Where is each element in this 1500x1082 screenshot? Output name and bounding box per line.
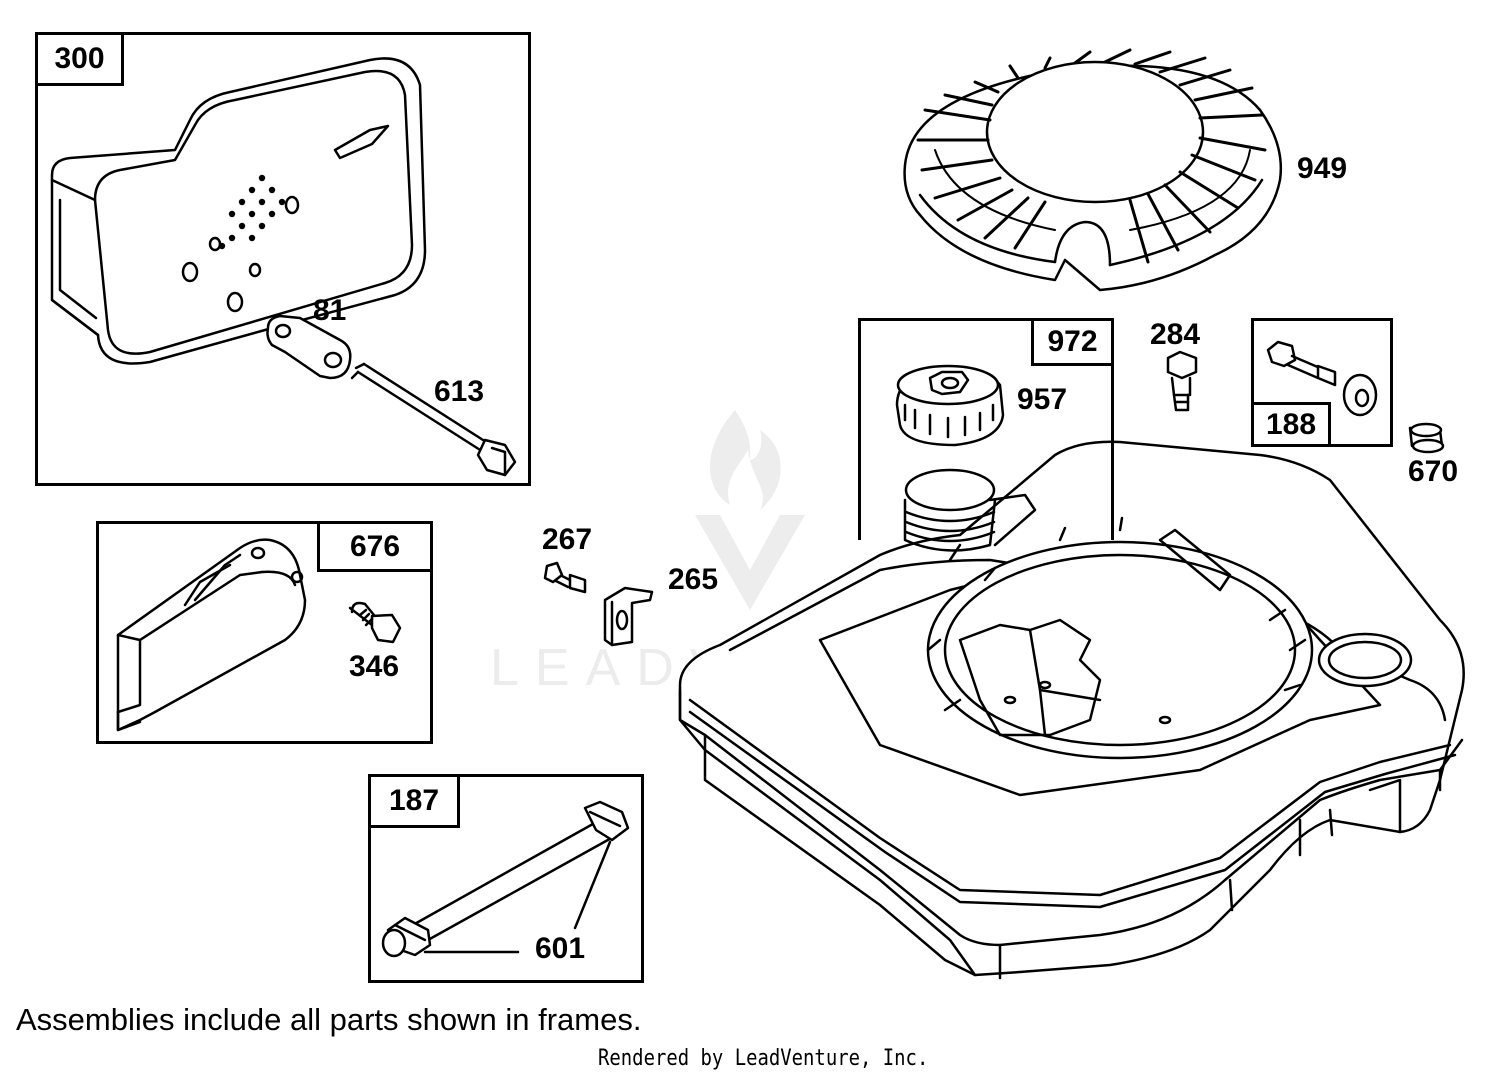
frame-300 <box>35 32 531 486</box>
frame-label-972: 972 <box>1031 318 1114 366</box>
fuel-line-part-187 <box>381 800 630 958</box>
frame-676 <box>96 521 433 744</box>
render-credit: Rendered by LeadVenture, Inc. <box>598 1046 929 1071</box>
part-label-957: 957 <box>1017 383 1068 416</box>
bolt-part-188 <box>1266 340 1378 417</box>
frame-187 <box>368 774 644 983</box>
frame-972 <box>858 318 1114 540</box>
assemblies-note: Assemblies include all parts shown in fr… <box>16 1002 642 1037</box>
part-label-346: 346 <box>349 650 400 683</box>
leadventure-logo-watermark <box>695 410 805 610</box>
part-label-81: 81 <box>313 294 347 327</box>
part-label-601: 601 <box>535 932 586 965</box>
fitting-part-284 <box>1166 350 1198 412</box>
part-label-267: 267 <box>542 523 593 556</box>
bolt-part-613 <box>350 362 517 477</box>
frame-label-300: 300 <box>35 32 124 86</box>
fuel-cap-part-957 <box>895 364 1005 447</box>
gasket-part-81 <box>266 314 352 380</box>
muffler-part-300 <box>50 57 427 365</box>
frame-label-187: 187 <box>368 774 460 828</box>
air-guide-part-676 <box>116 538 307 732</box>
screw-part-346 <box>348 601 402 644</box>
part-label-670: 670 <box>1408 455 1459 488</box>
frame-label-676: 676 <box>317 521 433 572</box>
part-label-949: 949 <box>1297 152 1348 185</box>
screw-part-267 <box>543 561 587 594</box>
part-label-265: 265 <box>668 563 719 596</box>
rewind-cover-part-949 <box>903 48 1282 292</box>
frame-label-188: 188 <box>1251 402 1331 447</box>
bushing-part-670 <box>1408 422 1445 454</box>
muffler-vent-holes <box>218 174 286 250</box>
part-label-284: 284 <box>1150 318 1201 351</box>
clip-part-265 <box>603 586 654 647</box>
part-label-613: 613 <box>434 375 485 408</box>
fuel-tank-assembly <box>678 440 1465 980</box>
